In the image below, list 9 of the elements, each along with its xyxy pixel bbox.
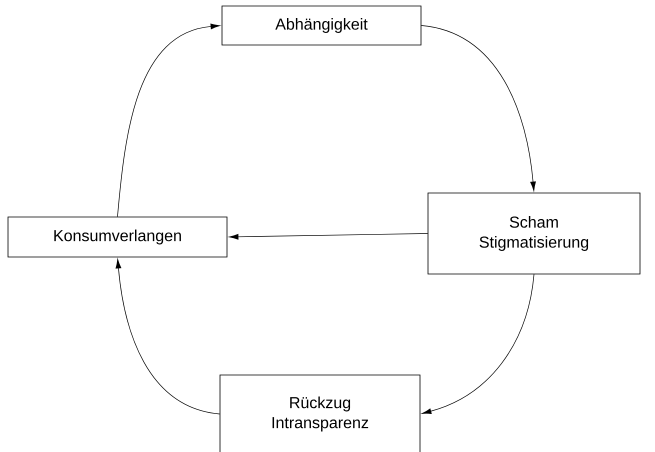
process-box: Rückzug Intransparenz: [220, 374, 420, 452]
arrow: [422, 274, 534, 414]
arrow: [116, 258, 220, 414]
process-box: Abhängigkeit: [222, 6, 422, 46]
arrow: [117, 24, 220, 217]
process-box: Konsumverlangen: [8, 216, 228, 258]
process-box: Scham Stigmatisierung: [428, 192, 640, 274]
arrow: [229, 233, 428, 240]
arrow: [421, 25, 536, 191]
